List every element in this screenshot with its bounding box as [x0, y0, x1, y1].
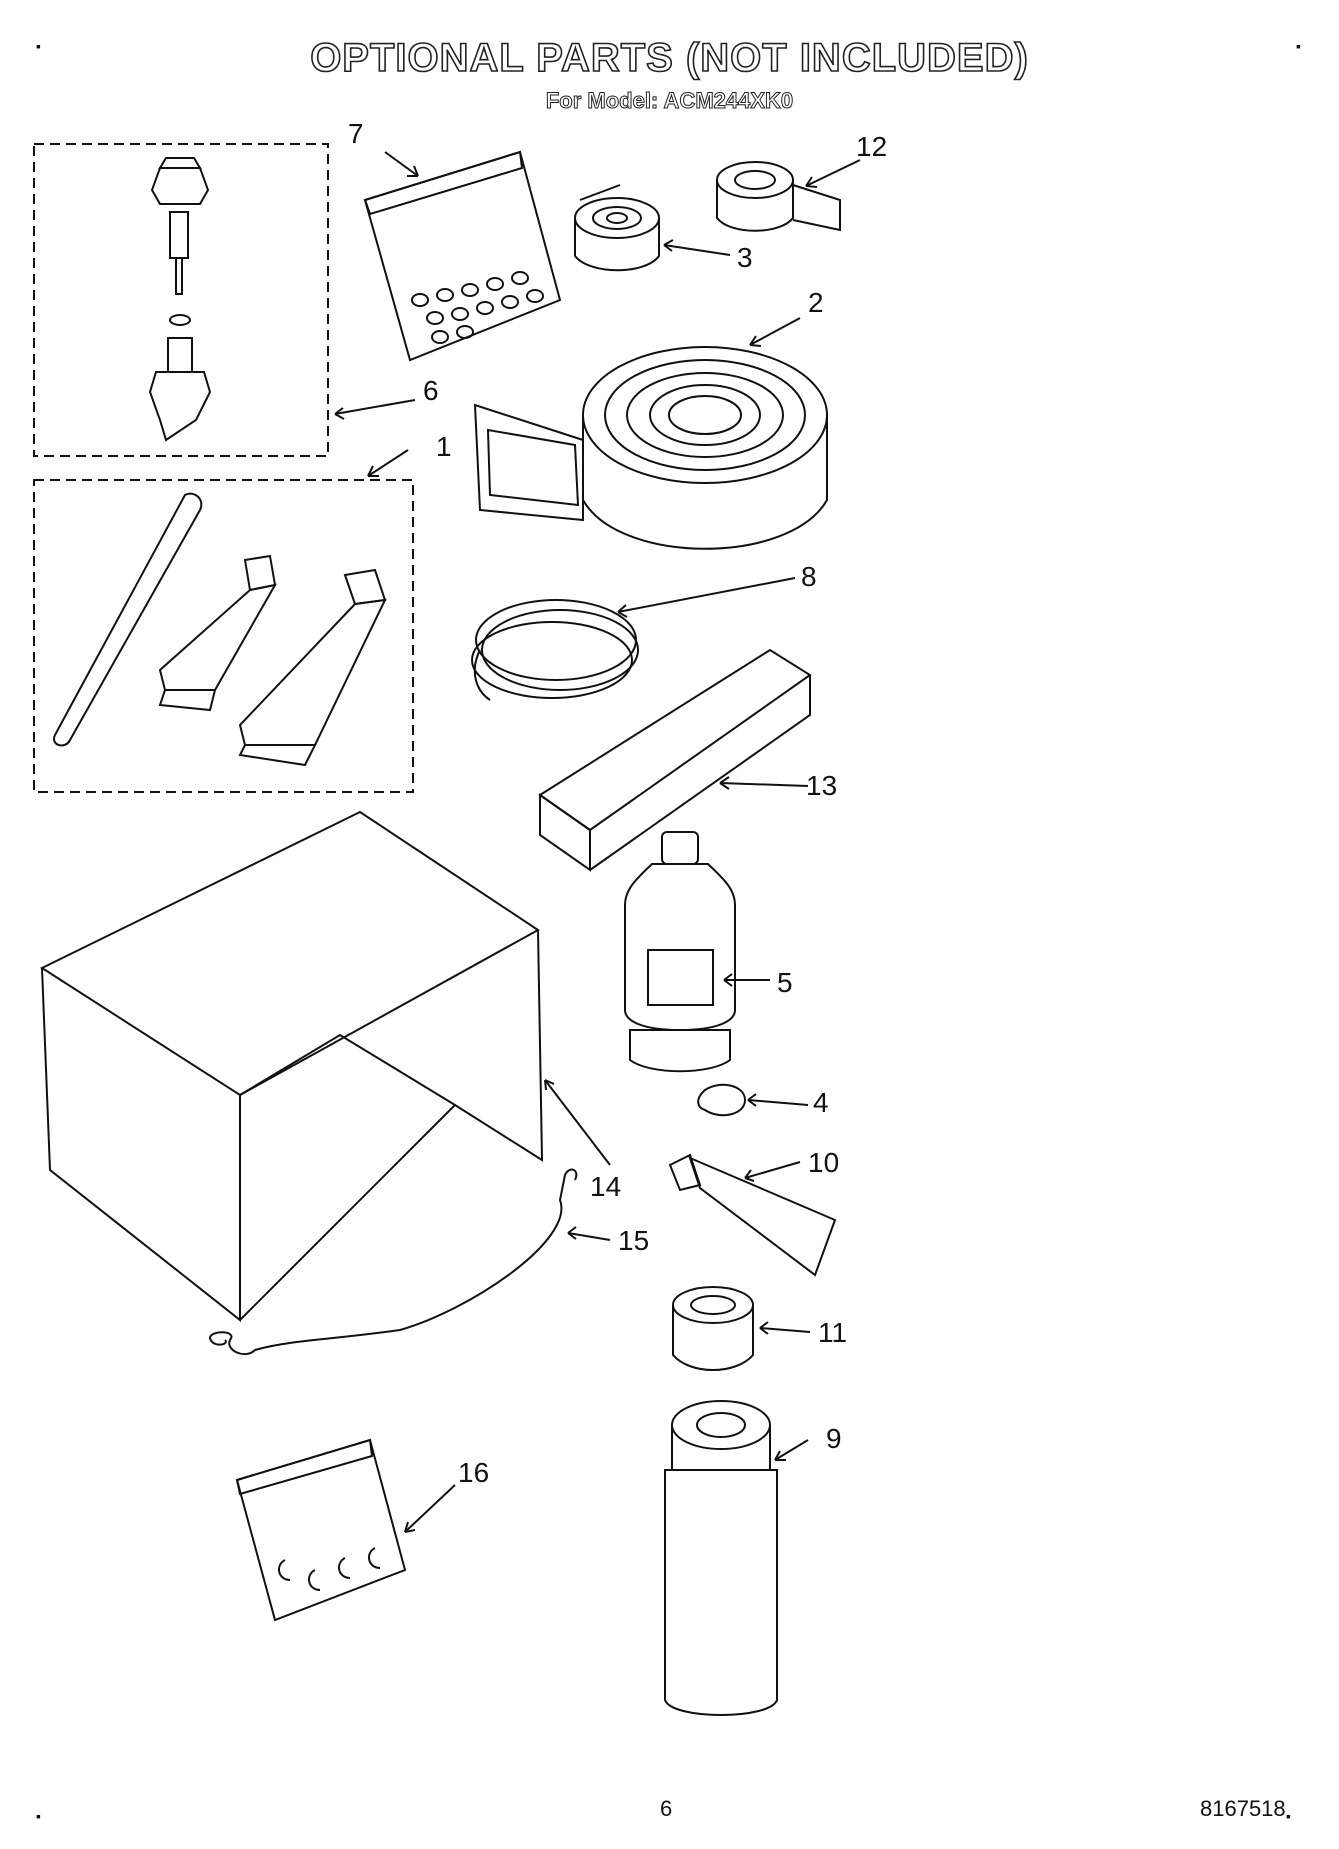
corner-mark-bottom-left: ▪ — [36, 1808, 41, 1824]
tape-roll-11-part — [672, 1286, 754, 1371]
callout-11: 11 — [818, 1317, 847, 1348]
screw-bag-part — [363, 150, 562, 362]
spray-can-part — [664, 1400, 778, 1716]
callout-3: 3 — [737, 242, 753, 273]
small-tube-part — [668, 1153, 837, 1277]
callout-labels: 1 2 3 4 5 6 7 8 9 10 11 12 13 14 15 16 — [348, 118, 887, 1488]
leader-lines — [334, 151, 861, 1533]
callout-16: 16 — [458, 1457, 489, 1488]
foam-block-part — [538, 648, 812, 872]
corner-mark-top-left: ▪ — [36, 38, 41, 54]
plug-part — [697, 1083, 747, 1117]
callout-2: 2 — [808, 287, 824, 318]
valve-kit-group-box — [33, 143, 329, 457]
tape-roll-12-part — [716, 161, 841, 232]
insulation-roll-part — [473, 346, 828, 550]
callout-6: 6 — [423, 375, 439, 406]
valve-assembly-part — [148, 157, 212, 442]
model-subtitle: For Model: ACM244XK0 — [545, 88, 794, 114]
page-title: OPTIONAL PARTS (NOT INCLUDED) — [309, 35, 1029, 81]
tape-roll-3-part — [574, 184, 660, 272]
coil-wire-part — [471, 599, 639, 701]
cord-part — [208, 1168, 578, 1356]
callout-13: 13 — [806, 770, 837, 801]
callout-10: 10 — [808, 1147, 839, 1178]
document-number: 8167518 — [1200, 1796, 1286, 1821]
callout-12: 12 — [856, 131, 887, 162]
sealant-kit-part — [53, 492, 387, 767]
callout-15: 15 — [618, 1225, 649, 1256]
callout-5: 5 — [777, 967, 793, 998]
corner-mark-top-right: ▪ — [1296, 38, 1301, 54]
sealant-kit-group-box — [33, 479, 414, 793]
corner-mark-bottom-right: ▪ — [1286, 1808, 1291, 1824]
bottle-part — [624, 831, 736, 1073]
callout-4: 4 — [813, 1087, 829, 1118]
callout-1: 1 — [436, 431, 452, 462]
cover-part — [39, 810, 544, 1323]
page-number: 6 — [660, 1796, 673, 1821]
callout-9: 9 — [826, 1423, 842, 1454]
callout-8: 8 — [801, 561, 817, 592]
callout-14: 14 — [590, 1171, 621, 1202]
clip-bag-part — [235, 1438, 407, 1622]
callout-7: 7 — [348, 118, 364, 149]
